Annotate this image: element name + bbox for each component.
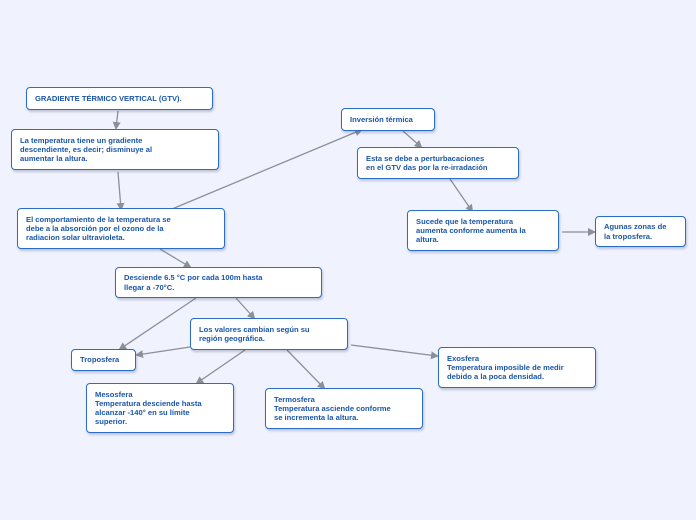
node-gradiente-descendiente[interactable]: La temperatura tiene un gradiente descen… (11, 129, 219, 170)
node-label: El comportamiento de la temperatura se d… (26, 214, 171, 243)
edge-gradiente-to-comportamiento (116, 171, 125, 211)
edge-gtv-to-gradiente (112, 110, 121, 130)
node-label: Desciende 6.5 °C por cada 100m hasta lle… (124, 273, 263, 292)
node-label: La temperatura tiene un gradiente descen… (20, 135, 153, 164)
edge-comportamiento-to-inversion (171, 128, 363, 210)
edge-valores-to-termosfera (286, 349, 326, 390)
edge-valores-to-exosfera (350, 344, 439, 360)
node-perturbaciones[interactable]: Esta se debe a perturbacaciones en el GT… (357, 147, 519, 179)
edge-desciende-to-valores (235, 297, 256, 320)
node-inversion-termica[interactable]: Inversión térmica (341, 108, 435, 131)
node-label: Termosfera Temperatura asciende conforme… (274, 394, 391, 423)
node-comportamiento-temperatura[interactable]: El comportamiento de la temperatura se d… (17, 208, 225, 249)
node-gradiente-termico-vertical[interactable]: GRADIENTE TÉRMICO VERTICAL (GTV). (26, 87, 213, 110)
node-label: Mesosfera Temperatura desciende hasta al… (95, 389, 202, 427)
node-mesosfera[interactable]: Mesosfera Temperatura desciende hasta al… (86, 383, 234, 433)
node-label: Sucede que la temperatura aumenta confor… (416, 216, 526, 245)
node-valores-cambian[interactable]: Los valores cambian según su región geog… (190, 318, 348, 350)
node-desciende[interactable]: Desciende 6.5 °C por cada 100m hasta lle… (115, 267, 322, 298)
node-label: Esta se debe a perturbacaciones en el GT… (366, 153, 488, 172)
node-exosfera[interactable]: Exosfera Temperatura imposible de medir … (438, 347, 596, 388)
edge-valores-to-mesosfera (195, 349, 246, 385)
node-label: Exosfera Temperatura imposible de medir … (447, 353, 564, 382)
node-label: GRADIENTE TÉRMICO VERTICAL (GTV). (35, 93, 182, 103)
edge-perturbaciones-to-sucede (449, 178, 474, 213)
node-label: Inversión térmica (350, 114, 413, 124)
edge-inversion-to-perturbaciones (402, 130, 423, 149)
edge-comportamiento-to-desciende (159, 248, 192, 269)
node-troposfera[interactable]: Troposfera (71, 349, 136, 371)
node-label: Troposfera (80, 355, 120, 365)
node-label: Agunas zonas de la troposfera. (604, 222, 667, 241)
edge-desciende-to-troposfera (118, 297, 197, 351)
node-algunas-zonas[interactable]: Agunas zonas de la troposfera. (595, 216, 686, 247)
edge-valores-to-troposfera (135, 346, 191, 359)
node-sucede-temperatura[interactable]: Sucede que la temperatura aumenta confor… (407, 210, 559, 251)
node-label: Los valores cambian según su región geog… (199, 324, 310, 343)
node-termosfera[interactable]: Termosfera Temperatura asciende conforme… (265, 388, 423, 429)
